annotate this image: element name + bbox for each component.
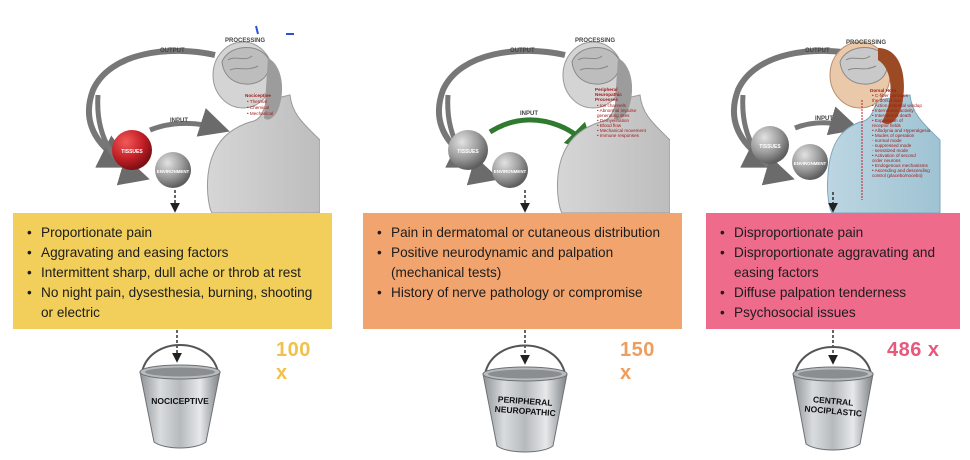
mechanism-notes: Peripheral Neuropathic Processes • Ion c…	[595, 87, 647, 138]
svg-text:• Abnormal impulse: • Abnormal impulse	[597, 108, 637, 113]
environment-ball	[155, 152, 191, 188]
feature-item: Disproportionate pain	[720, 223, 950, 243]
tissues-ball	[751, 126, 789, 164]
pain-model-figure-nociceptive: OUTPUT PROCESSING INPUT TISSUES ENVIRONM…	[86, 38, 320, 213]
feature-item: Positive neurodynamic and palpation (mec…	[377, 243, 672, 283]
feature-item: Disproportionate aggravating and easing …	[720, 243, 950, 283]
svg-text:- normal mode: - normal mode	[872, 138, 902, 143]
svg-text:the dorsal horn: the dorsal horn	[872, 98, 903, 103]
multiplier-nociceptive: 100 x	[276, 339, 311, 384]
svg-text:order neurons: order neurons	[872, 158, 901, 163]
environment-ball	[492, 152, 528, 188]
svg-text:• Thermal: • Thermal	[247, 99, 267, 104]
feature-item: Proportionate pain	[27, 223, 322, 243]
svg-text:• Blood flow: • Blood flow	[597, 123, 622, 128]
svg-text:• Chemical: • Chemical	[247, 105, 269, 110]
svg-text:Dorsal Horn: Dorsal Horn	[870, 88, 896, 93]
svg-text:Nociceptive: Nociceptive	[245, 93, 271, 98]
bucket-label: NEUROPATHIC	[494, 404, 556, 418]
svg-text:Processes: Processes	[595, 97, 618, 102]
panel-nociplastic: OUTPUT PROCESSING INPUT TISSUES ENVIRONM…	[650, 0, 970, 460]
svg-text:- suppressed mode: - suppressed mode	[872, 143, 912, 148]
multiplier-neuropathic: 150 x	[620, 339, 655, 384]
svg-text:• Allodynia and Hyperalgesia: • Allodynia and Hyperalgesia	[872, 128, 931, 133]
bucket-label: CENTRAL	[813, 394, 854, 408]
feature-item: History of nerve pathology or compromise	[377, 283, 672, 303]
svg-text:control (placebo/nocebo): control (placebo/nocebo)	[872, 173, 923, 178]
processing-label: PROCESSING	[575, 38, 615, 44]
svg-text:• Ascending and descending: • Ascending and descending	[872, 168, 930, 173]
tissues-ball	[112, 130, 152, 170]
features-box-nociplastic: Disproportionate pain Disproportionate a…	[706, 213, 960, 329]
tissues-label: TISSUES	[457, 149, 479, 155]
svg-text:• Mechanical movement: • Mechanical movement	[597, 128, 647, 133]
svg-text:• Expression of: • Expression of	[872, 118, 903, 123]
features-box-nociceptive: Proportionate pain Aggravating and easin…	[13, 213, 332, 329]
svg-text:• Demyelination: • Demyelination	[597, 118, 629, 123]
svg-text:Neuropathic: Neuropathic	[595, 92, 622, 97]
svg-text:- sensitized mode: - sensitized mode	[872, 148, 908, 153]
feature-item: Diffuse palpation tenderness	[720, 283, 950, 303]
features-box-neuropathic: Pain in dermatomal or cutaneous distribu…	[363, 213, 682, 329]
pain-model-figure-nociplastic: OUTPUT PROCESSING INPUT TISSUES ENVIRONM…	[731, 40, 941, 213]
processing-label: PROCESSING	[225, 38, 265, 44]
panel-nociceptive: OUTPUT PROCESSING INPUT TISSUES ENVIRONM…	[0, 0, 332, 460]
svg-text:• C-fiber barrages: • C-fiber barrages	[872, 93, 909, 98]
pain-model-figure-neuropathic: OUTPUT PROCESSING INPUT TISSUES ENVIRONM…	[436, 38, 670, 213]
svg-text:• Immune responses: • Immune responses	[597, 133, 640, 138]
feature-item: No night pain, dysesthesia, burning, sho…	[27, 283, 322, 323]
svg-text:• Modes of operation: • Modes of operation	[872, 133, 915, 138]
tissues-label: TISSUES	[121, 149, 143, 155]
input-label: INPUT	[170, 118, 188, 124]
svg-text:Peripheral: Peripheral	[595, 87, 617, 92]
svg-text:• Activation of second: • Activation of second	[872, 153, 916, 158]
output-label: OUTPUT	[160, 48, 185, 54]
mechanism-notes: Nociceptive • Thermal • Chemical • Mecha…	[245, 93, 273, 116]
environment-label: ENVIRONMENT	[157, 169, 190, 174]
svg-text:generating sites: generating sites	[597, 113, 630, 118]
processing-label: PROCESSING	[846, 40, 886, 46]
tissues-label: TISSUES	[759, 144, 781, 150]
svg-text:receptor fields: receptor fields	[872, 123, 902, 128]
tissues-ball	[448, 130, 488, 170]
input-label: INPUT	[520, 111, 538, 117]
panel-neuropathic: OUTPUT PROCESSING INPUT TISSUES ENVIRONM…	[350, 0, 682, 460]
output-label: OUTPUT	[510, 48, 535, 54]
svg-text:• Mechanical: • Mechanical	[247, 111, 273, 116]
feature-item: Pain in dermatomal or cutaneous distribu…	[377, 223, 672, 243]
environment-ball	[792, 144, 828, 180]
svg-text:• Interneuron activity: • Interneuron activity	[872, 108, 914, 113]
environment-label: ENVIRONMENT	[794, 161, 827, 166]
svg-text:• Endogenous mechanisms: • Endogenous mechanisms	[872, 163, 928, 168]
feature-item: Intermittent sharp, dull ache or throb a…	[27, 263, 322, 283]
multiplier-nociplastic: 486 x	[887, 339, 940, 361]
svg-text:• Ion channels: • Ion channels	[597, 103, 627, 108]
svg-text:• Action potential windup: • Action potential windup	[872, 103, 922, 108]
feature-item: Psychosocial issues	[720, 303, 950, 323]
mechanism-notes: Dorsal Horn • C-fiber barrages the dorsa…	[870, 88, 931, 178]
bucket-label: NOCICEPTIVE	[151, 396, 209, 406]
environment-label: ENVIRONMENT	[494, 169, 527, 174]
output-label: OUTPUT	[805, 48, 830, 54]
bucket-label: NOCIPLASTIC	[804, 404, 862, 419]
bucket-label: PERIPHERAL	[498, 394, 553, 408]
input-label: INPUT	[815, 116, 833, 122]
top-blue-marks	[255, 25, 294, 35]
svg-text:• Interneuron death: • Interneuron death	[872, 113, 912, 118]
feature-item: Aggravating and easing factors	[27, 243, 322, 263]
